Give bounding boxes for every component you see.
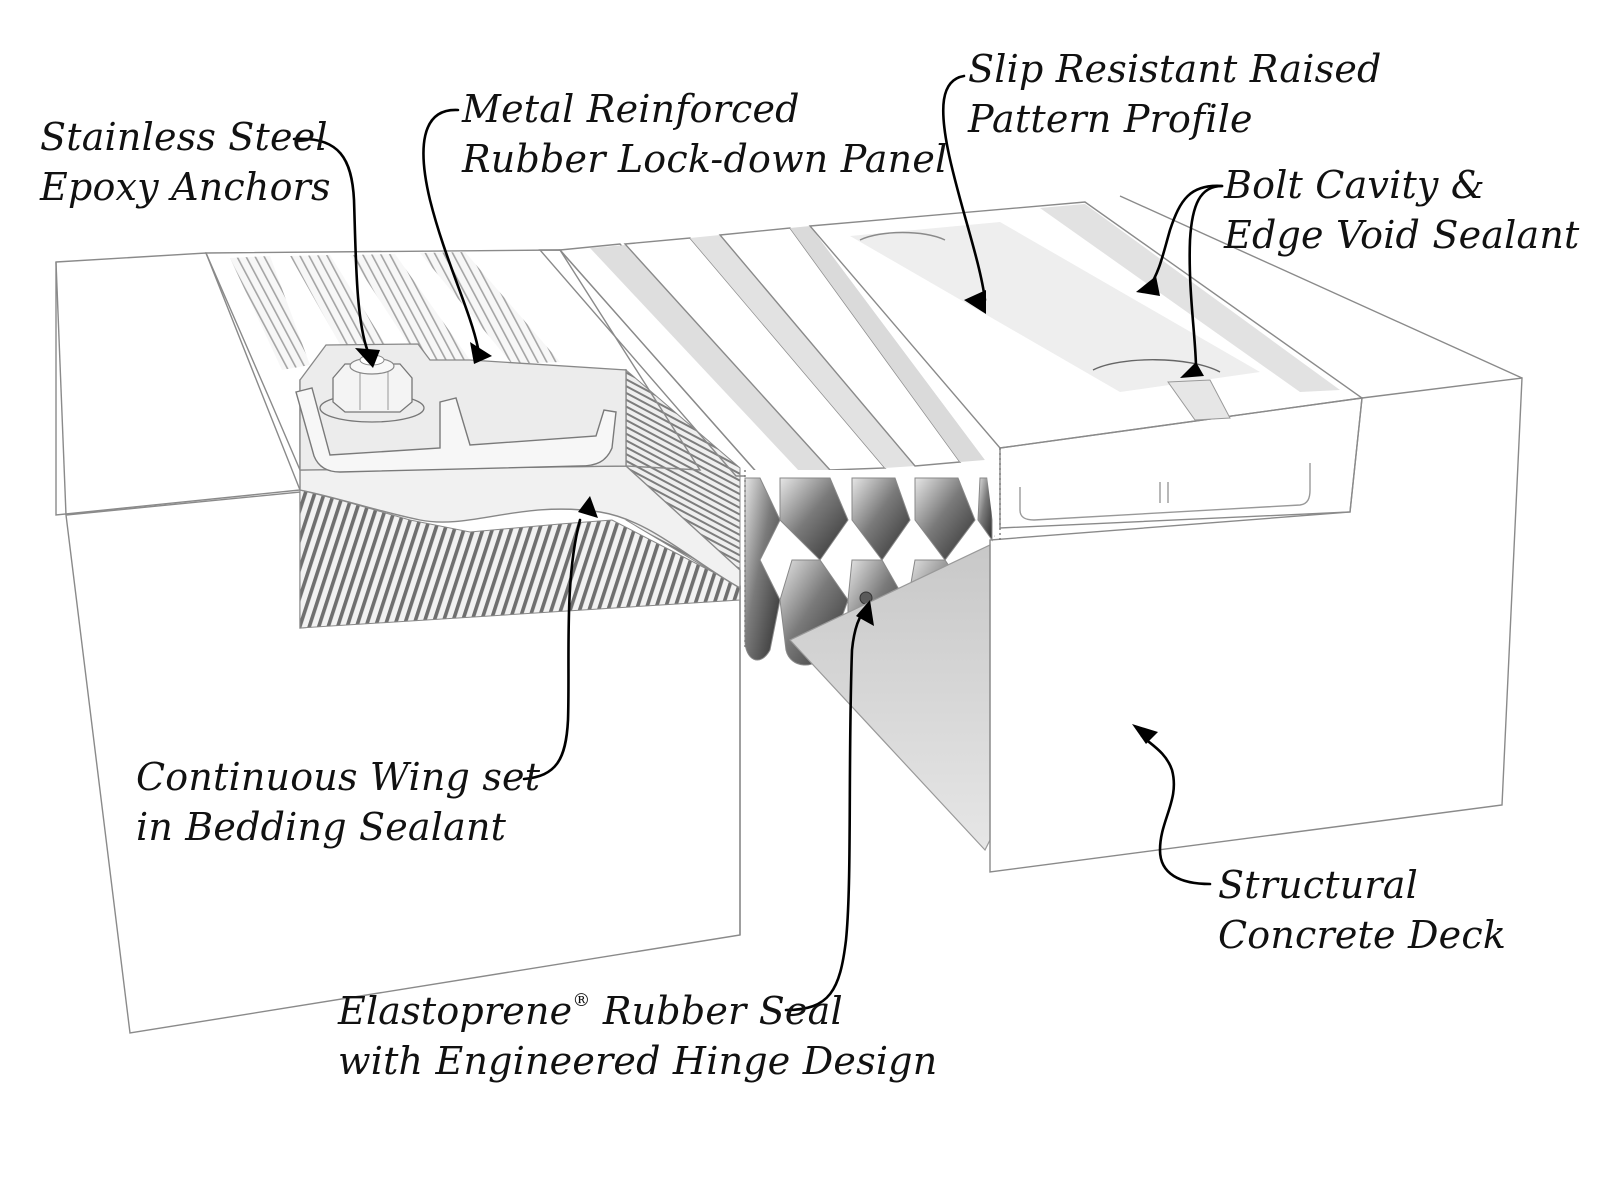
label-seal-line2: with Engineered Hinge Design xyxy=(338,1039,938,1083)
right-lockdown-panel xyxy=(808,201,1364,540)
callout-leaders xyxy=(292,74,1224,1012)
label-bolt-cavity-line2: Edge Void Sealant xyxy=(1224,213,1580,257)
label-bolt-cavity-sealant: Bolt Cavity & Edge Void Sealant xyxy=(1224,160,1579,260)
leader-anchors xyxy=(292,137,370,354)
label-panel-line2: Rubber Lock-down Panel xyxy=(462,137,948,181)
label-seal-line1: Elastoprene® Rubber Seal xyxy=(338,986,937,1036)
label-profile-line1: Slip Resistant Raised xyxy=(968,47,1382,91)
label-slip-resistant-profile: Slip Resistant Raised Pattern Profile xyxy=(968,44,1382,144)
leader-deck xyxy=(1140,734,1212,886)
rubber-seal-top-folds xyxy=(538,226,985,477)
label-bolt-cavity-line1: Bolt Cavity & xyxy=(1224,163,1485,207)
label-wing-line1: Continuous Wing set xyxy=(136,755,541,799)
leader-wing xyxy=(522,518,582,781)
label-deck-line2: Concrete Deck xyxy=(1218,913,1507,957)
label-metal-reinforced-panel: Metal Reinforced Rubber Lock-down Panel xyxy=(462,84,947,184)
arrowhead-wing xyxy=(578,496,598,518)
arrowhead-anchors xyxy=(355,348,380,368)
label-elastoprene-seal: Elastoprene® Rubber Seal with Engineered… xyxy=(338,986,937,1086)
leader-seal xyxy=(784,612,864,1012)
leader-profile xyxy=(941,74,987,302)
label-profile-line2: Pattern Profile xyxy=(968,97,1253,141)
arrowhead-seal xyxy=(856,600,874,626)
arrowhead-bolt-cavity-2 xyxy=(1180,362,1204,378)
label-wing-line2: in Bedding Sealant xyxy=(136,805,507,849)
arrowhead-panel xyxy=(470,342,492,364)
leader-panel xyxy=(422,108,480,350)
label-deck-line1: Structural xyxy=(1218,863,1418,907)
label-seal-brand: Elastoprene xyxy=(338,989,573,1033)
label-seal-rest: Rubber Seal xyxy=(590,989,843,1033)
arrowhead-deck xyxy=(1132,724,1158,744)
leader-bolt-cavity-1 xyxy=(1146,184,1224,292)
label-panel-line1: Metal Reinforced xyxy=(462,87,800,131)
leader-bolt-cavity-2 xyxy=(1188,184,1224,370)
label-structural-concrete-deck: Structural Concrete Deck xyxy=(1218,860,1506,960)
label-continuous-wing: Continuous Wing set in Bedding Sealant xyxy=(136,752,540,852)
label-anchors-line1: Stainless Steel xyxy=(40,115,328,159)
label-stainless-steel-epoxy-anchors: Stainless Steel Epoxy Anchors xyxy=(40,112,331,212)
arrowhead-bolt-cavity-1 xyxy=(1136,276,1160,296)
registered-mark: ® xyxy=(572,990,591,1011)
label-anchors-line2: Epoxy Anchors xyxy=(40,165,331,209)
arrowhead-profile xyxy=(964,290,986,314)
continuous-wing xyxy=(299,465,741,590)
